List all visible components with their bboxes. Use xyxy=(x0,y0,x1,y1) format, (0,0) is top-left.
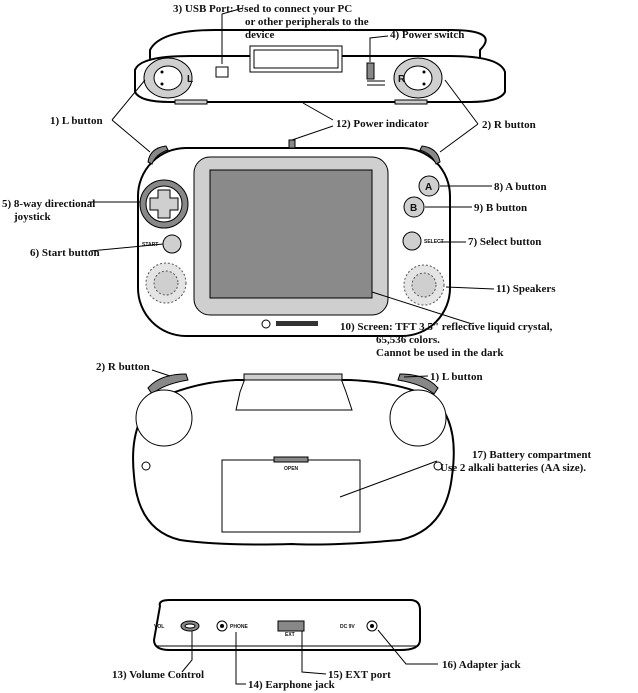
power-switch xyxy=(366,62,375,80)
screen-label-line2: 65,536 colors. xyxy=(376,334,440,346)
speakers-label: 11) Speakers xyxy=(496,283,556,295)
battery-label: 17) Battery compartment Use 2 alkali bat… xyxy=(440,449,594,474)
l-button-label: 1) L button xyxy=(50,115,103,127)
l-button-back-label: 1) L button xyxy=(430,371,483,383)
top-view: L R xyxy=(134,29,506,105)
a-button: A xyxy=(418,175,440,197)
select-button: SELECT xyxy=(402,231,444,251)
a-letter: A xyxy=(425,182,432,193)
screen-label-line1: 10) Screen: TFT 3.5" reflective liquid c… xyxy=(340,321,553,333)
screen xyxy=(193,156,389,316)
volume-label: 13) Volume Control xyxy=(112,669,204,681)
usb-label-line2: or other peripherals to the xyxy=(245,16,369,28)
battery-label-line1: 17) Battery compartment xyxy=(472,449,591,461)
b-letter: B xyxy=(410,203,417,214)
leader-lines xyxy=(88,7,495,685)
earphone-jack: PHONE xyxy=(216,620,248,632)
usb-label-line1: 3) USB Port: Used to connect your PC xyxy=(173,3,352,15)
brand-mark xyxy=(261,319,318,329)
power-switch-label: 4) Power switch xyxy=(390,29,464,41)
a-button-label: 8) A button xyxy=(494,181,547,193)
screen-label: 10) Screen: TFT 3.5" reflective liquid c… xyxy=(340,321,555,359)
select-mark: SELECT xyxy=(424,239,444,245)
right-speaker xyxy=(403,264,445,306)
top-l-shoulder: L xyxy=(143,57,193,99)
select-button-label: 7) Select button xyxy=(468,236,541,248)
open-mark: OPEN xyxy=(284,466,299,472)
dc-mark: DC 9V xyxy=(340,624,355,630)
usb-label-line3: device xyxy=(245,29,274,41)
adapter-label: 16) Adapter jack xyxy=(442,659,522,671)
battery-cover: OPEN xyxy=(221,456,361,533)
ext-port: EXT xyxy=(277,620,305,638)
joystick xyxy=(139,179,189,229)
joystick-label-line2: joystick xyxy=(13,211,52,223)
front-view: START A B SELECT xyxy=(137,139,451,337)
earphone-label: 14) Earphone jack xyxy=(248,679,336,691)
power-indicator-label: 12) Power indicator xyxy=(336,118,429,130)
r-button-label: 2) R button xyxy=(482,119,536,131)
b-button: B xyxy=(403,196,425,218)
joystick-label: 5) 8-way directional joystick xyxy=(2,198,98,223)
top-r-shoulder: R xyxy=(393,57,443,99)
start-button-label: 6) Start button xyxy=(30,247,100,259)
usb-label: 3) USB Port: Used to connect your PC or … xyxy=(173,3,371,41)
volume-control: VOL xyxy=(154,620,200,632)
callouts: 3) USB Port: Used to connect your PC or … xyxy=(2,3,594,691)
ext-mark: EXT xyxy=(285,632,295,638)
vol-mark: VOL xyxy=(154,624,164,630)
battery-label-line2: Use 2 alkali batteries (AA size). xyxy=(440,462,586,474)
joystick-label-line1: 5) 8-way directional xyxy=(2,198,95,210)
ext-label: 15) EXT port xyxy=(328,669,391,681)
phone-mark: PHONE xyxy=(230,624,248,630)
adapter-jack: DC 9V xyxy=(340,620,378,632)
back-view: OPEN xyxy=(132,373,455,546)
top-l-letter: L xyxy=(187,74,193,85)
screen-label-line3: Cannot be used in the dark xyxy=(376,347,504,359)
top-r-letter: R xyxy=(398,74,406,85)
bottom-view: VOL PHONE EXT DC 9V xyxy=(152,599,421,651)
b-button-label: 9) B button xyxy=(474,202,527,214)
left-speaker xyxy=(145,262,187,304)
usb-port xyxy=(215,66,229,78)
r-button-back-label: 2) R button xyxy=(96,361,150,373)
